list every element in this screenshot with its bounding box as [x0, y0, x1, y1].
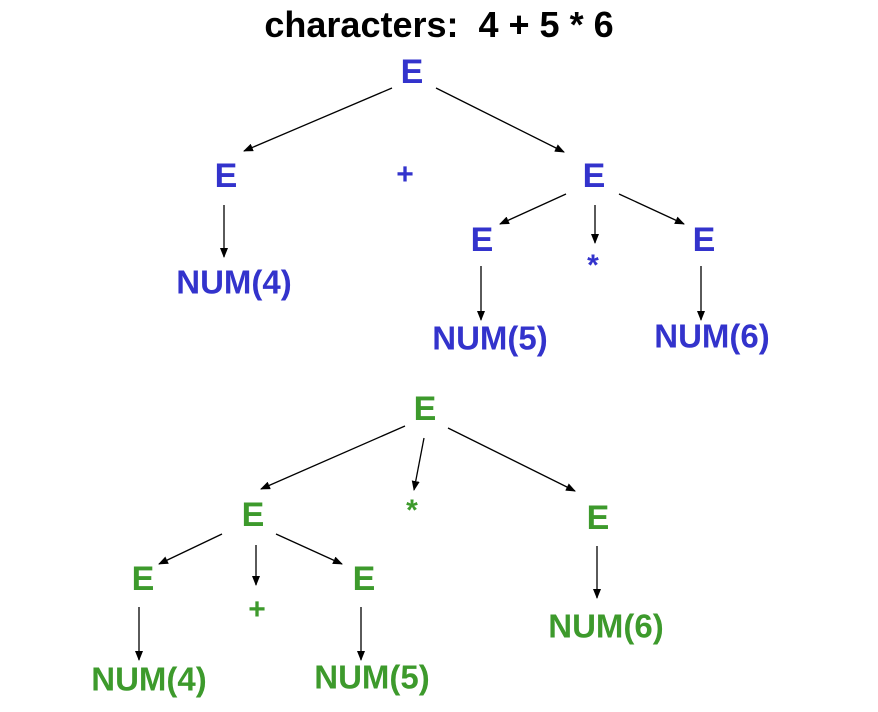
- t2-root-e: E: [413, 390, 437, 428]
- t1-right-left-e: E: [470, 221, 494, 259]
- t2-num6-leaf: NUM(6): [548, 607, 664, 645]
- t1-left-e: E: [214, 157, 238, 195]
- t2-num4-leaf: NUM(4): [91, 660, 207, 698]
- t2-star-operator: *: [406, 494, 418, 527]
- t1-edge-root-right: [435, 87, 565, 153]
- t1-plus-operator: +: [396, 158, 414, 191]
- t1-edge-right-e2: [618, 193, 685, 225]
- t2-right-e: E: [586, 499, 610, 537]
- t1-root-e: E: [400, 53, 424, 91]
- page-title: characters: 4 + 5 * 6: [264, 4, 614, 45]
- t1-num5-leaf: NUM(5): [432, 319, 548, 357]
- t1-right-right-e: E: [692, 221, 716, 259]
- t1-edge-right-e: [499, 193, 567, 225]
- t2-left-e: E: [241, 496, 265, 534]
- t2-edge-left-e: [158, 533, 223, 565]
- t1-right-e: E: [582, 157, 606, 195]
- t2-edge-root-right: [447, 427, 576, 492]
- t1-edge-root-left: [243, 87, 393, 152]
- t2-num5-leaf: NUM(5): [314, 658, 430, 696]
- t2-plus-operator: +: [248, 593, 266, 626]
- t2-left-right-e: E: [352, 560, 376, 598]
- t2-edge-root-left: [260, 425, 406, 490]
- t1-star-operator: *: [587, 249, 599, 282]
- t1-num6-leaf: NUM(6): [654, 317, 770, 355]
- t2-edge-left-e2: [275, 533, 343, 565]
- t1-num4-leaf: NUM(4): [176, 263, 292, 301]
- t2-edge-root-star: [411, 437, 425, 491]
- t2-left-left-e: E: [131, 560, 155, 598]
